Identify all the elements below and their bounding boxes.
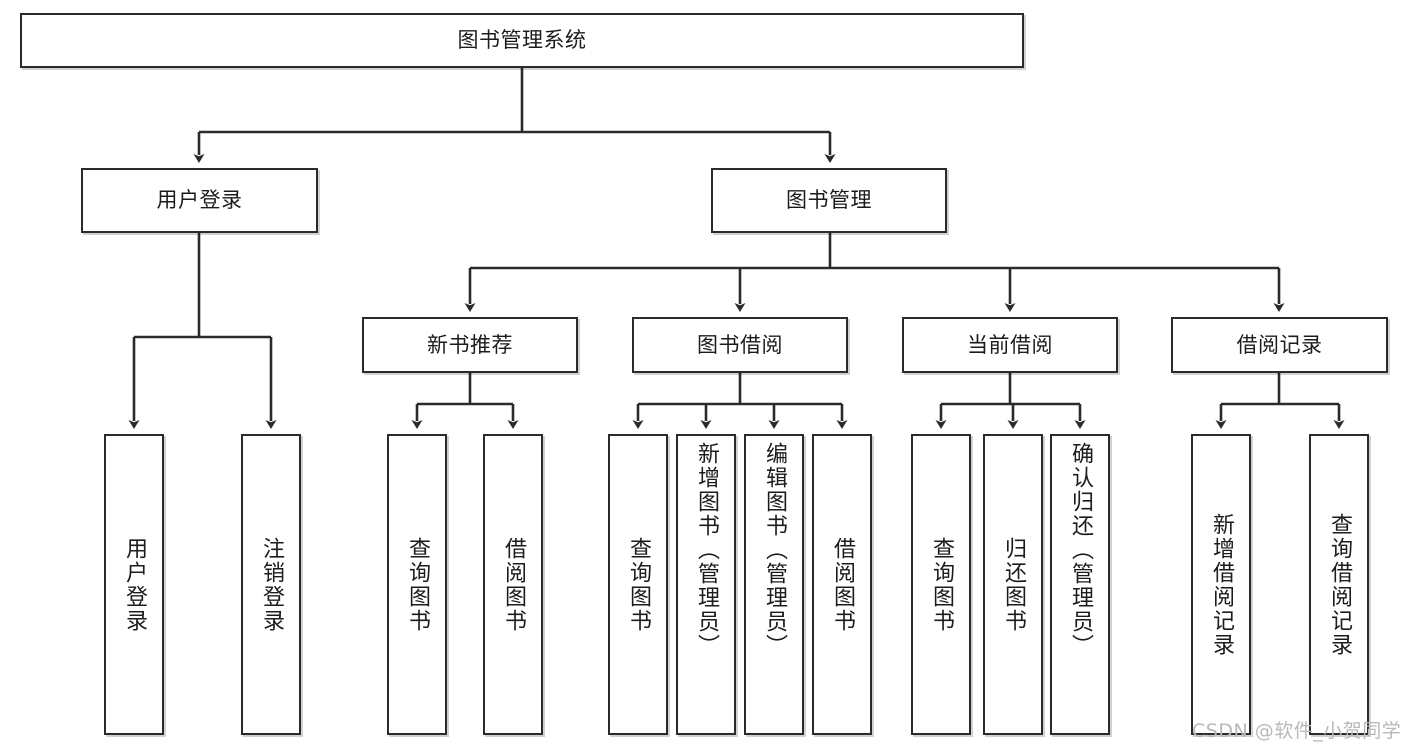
leaf-confirm-return-admin-label: 确认归还（管理员）: [1067, 442, 1093, 658]
node-user-login[interactable]: 用户登录: [81, 168, 318, 233]
node-root-label: 图书管理系统: [457, 28, 587, 53]
node-book-borrow-label: 图书借阅: [697, 332, 783, 357]
leaf-add-book-admin[interactable]: 新增图书（管理员）: [676, 434, 736, 735]
node-root[interactable]: 图书管理系统: [20, 13, 1024, 68]
node-user-login-label: 用户登录: [156, 188, 243, 213]
node-book-management[interactable]: 图书管理: [711, 168, 947, 233]
leaf-return-books[interactable]: 归还图书: [983, 434, 1043, 735]
leaf-query-books-borrow[interactable]: 查询图书: [608, 434, 668, 735]
node-book-borrow[interactable]: 图书借阅: [632, 317, 848, 373]
leaf-borrow-books[interactable]: 借阅图书: [812, 434, 872, 735]
leaf-return-books-label: 归还图书: [1000, 536, 1026, 633]
node-borrow-records-label: 借阅记录: [1236, 332, 1323, 357]
leaf-add-borrow-record[interactable]: 新增借阅记录: [1191, 434, 1251, 735]
leaf-query-books-new-label: 查询图书: [404, 536, 430, 633]
leaf-borrow-books-label: 借阅图书: [829, 536, 855, 633]
leaf-logout-label: 注销登录: [258, 536, 284, 633]
leaf-query-books-new[interactable]: 查询图书: [387, 434, 447, 735]
leaf-query-books-current-label: 查询图书: [928, 536, 954, 633]
leaf-user-login-label: 用户登录: [121, 536, 147, 633]
leaf-add-borrow-record-label: 新增借阅记录: [1208, 512, 1234, 657]
leaf-confirm-return-admin[interactable]: 确认归还（管理员）: [1050, 434, 1110, 735]
leaf-query-books-current[interactable]: 查询图书: [911, 434, 971, 735]
node-current-borrow-label: 当前借阅: [967, 332, 1053, 357]
node-book-management-label: 图书管理: [786, 188, 872, 213]
node-borrow-records[interactable]: 借阅记录: [1171, 317, 1388, 373]
leaf-query-books-borrow-label: 查询图书: [625, 536, 651, 633]
leaf-edit-book-admin[interactable]: 编辑图书（管理员）: [744, 434, 804, 735]
leaf-user-login[interactable]: 用户登录: [104, 434, 164, 735]
leaf-borrow-books-new-label: 借阅图书: [500, 536, 526, 633]
leaf-edit-book-admin-label: 编辑图书（管理员）: [761, 442, 787, 658]
node-new-book-recommend-label: 新书推荐: [427, 332, 513, 357]
leaf-logout[interactable]: 注销登录: [241, 434, 301, 735]
leaf-borrow-books-new[interactable]: 借阅图书: [483, 434, 543, 735]
leaf-query-borrow-record-label: 查询借阅记录: [1326, 512, 1352, 657]
node-new-book-recommend[interactable]: 新书推荐: [362, 317, 578, 373]
leaf-query-borrow-record[interactable]: 查询借阅记录: [1309, 434, 1369, 735]
node-current-borrow[interactable]: 当前借阅: [902, 317, 1118, 373]
leaf-add-book-admin-label: 新增图书（管理员）: [693, 442, 719, 658]
